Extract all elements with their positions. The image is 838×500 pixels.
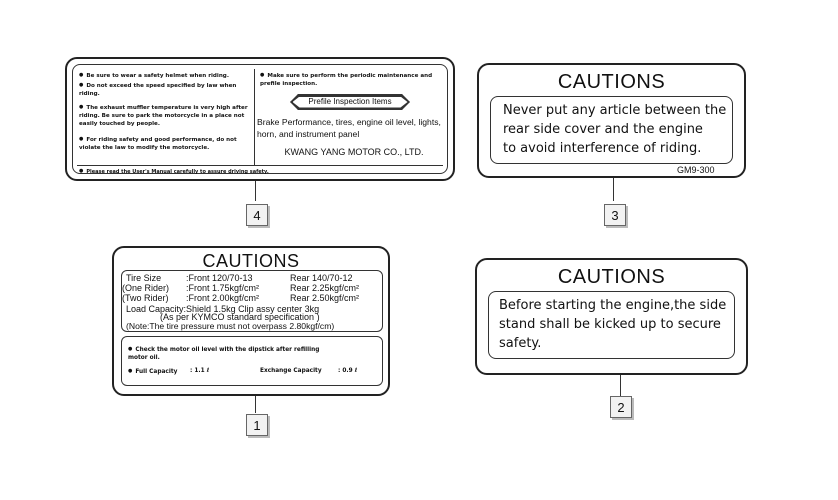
label-1-oil-box (121, 336, 383, 386)
prefile-inspection-badge: Prefile Inspection Items (290, 94, 410, 110)
callout-1: 1 (246, 414, 268, 436)
callout-2: 2 (610, 396, 632, 418)
callout-2-leader (620, 375, 621, 396)
load-spec: (As per KYMCO standard specification ) (160, 312, 320, 322)
label-4: Be sure to wear a safety helmet when rid… (65, 57, 455, 181)
label-4-item-muffler: The exhaust muffler temperature is very … (79, 103, 249, 128)
callout-3: 3 (604, 204, 626, 226)
two-rider-label: (Two Rider) (122, 293, 169, 303)
label-3: CAUTIONS Never put any article between t… (477, 63, 746, 178)
one-rider-front: :Front 1.75kgf/cm² (186, 283, 260, 293)
label-3-line-1: Never put any article between the (503, 103, 727, 118)
tire-pressure-note: (Note:The tire pressure must not overpas… (126, 321, 335, 331)
full-capacity-value: : 1.1 ℓ (190, 368, 210, 374)
two-rider-front: :Front 2.00kgf/cm² (186, 293, 260, 303)
label-3-title: CAUTIONS (557, 71, 666, 93)
label-1-tire-box (121, 270, 383, 332)
label-4-item-modify: For riding safety and good performance, … (79, 135, 249, 152)
label-2-message-box: Before starting the engine,the side stan… (488, 291, 735, 359)
callout-3-leader (613, 178, 614, 201)
callout-1-leader (255, 396, 256, 413)
tire-size-label: Tire Size (126, 273, 162, 283)
label-2-title: CAUTIONS (557, 266, 666, 288)
label-4-maker: KWANG YANG MOTOR CO., LTD. (284, 147, 424, 157)
label-3-line-2: rear side cover and the engine (503, 122, 703, 137)
full-capacity-label: Full Capacity (128, 367, 177, 376)
exchange-capacity-value: : 0.9 ℓ (338, 368, 358, 374)
label-2-line-3: safety. (499, 336, 542, 351)
tire-size-rear: Rear 140/70-12 (290, 273, 353, 283)
one-rider-rear: Rear 2.25kgf/cm² (290, 283, 360, 293)
label-4-check-text: Brake Performance, tires, engine oil lev… (257, 117, 441, 139)
tire-size-front: :Front 120/70-13 (186, 273, 253, 283)
label-1: CAUTIONS Tire Size :Front 120/70-13 Rear… (112, 246, 390, 396)
exchange-capacity-label: Exchange Capacity (260, 368, 322, 374)
label-1-title: CAUTIONS (202, 251, 300, 271)
one-rider-label: (One Rider) (122, 283, 170, 293)
load-capacity: Load Capacity:Shield 1.5kg Clip assy cen… (126, 304, 320, 314)
callout-4-leader (255, 181, 256, 201)
label-4-item-speed: Do not exceed the speed specified by law… (79, 81, 249, 98)
label-2-line-2: stand shall be kicked up to secure (499, 317, 721, 332)
label-2: CAUTIONS Before starting the engine,the … (475, 258, 748, 375)
label-3-line-3: to avoid interference of riding. (503, 141, 702, 156)
label-4-item-maintenance: Make sure to perform the periodic mainte… (260, 71, 442, 88)
oil-check-text: Check the motor oil level with the dipst… (128, 345, 333, 362)
label-2-line-1: Before starting the engine,the side (499, 298, 727, 313)
label-3-code: GM9-300 (677, 165, 715, 175)
callout-4: 4 (246, 204, 268, 226)
two-rider-rear: Rear 2.50kgf/cm² (290, 293, 360, 303)
label-4-footer-rule (77, 165, 443, 166)
prefile-inspection-label: Prefile Inspection Items (308, 97, 392, 106)
label-4-footer: Please read the User's Manual carefully … (79, 167, 449, 176)
label-4-divider (254, 69, 255, 165)
label-3-message-box: Never put any article between the rear s… (490, 96, 733, 164)
label-4-item-helmet: Be sure to wear a safety helmet when rid… (79, 71, 249, 80)
